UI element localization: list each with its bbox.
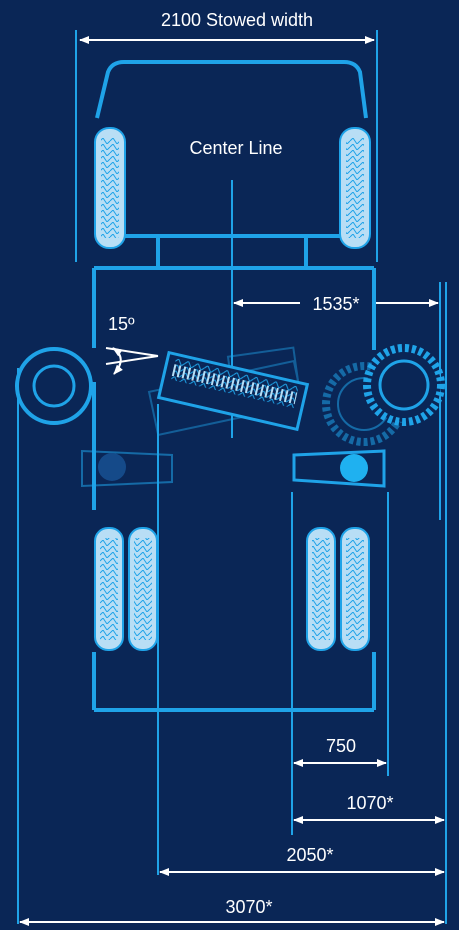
right-mirror	[292, 449, 386, 488]
center-line-label: Center Line	[189, 138, 282, 158]
chassis-frame	[92, 266, 376, 712]
dimension-750-label: 750	[326, 736, 356, 756]
dimension-3070: 3070*	[19, 897, 445, 926]
right-spare-wheel	[363, 344, 445, 426]
dimension-750: 750	[293, 736, 387, 767]
extension-lines	[17, 282, 447, 924]
dimension-1535: 1535*	[233, 282, 441, 520]
front-left-tire	[94, 127, 126, 249]
dimension-3070-label: 3070*	[225, 897, 272, 917]
rear-right-tires	[306, 527, 370, 651]
left-mirror-ghost	[81, 449, 173, 488]
dimension-2050: 2050*	[159, 845, 445, 876]
front-right-tire	[339, 127, 371, 249]
angle-label: 15º	[108, 314, 135, 334]
left-spare-wheel	[15, 347, 93, 425]
dimension-1070-label: 1070*	[346, 793, 393, 813]
dimension-1070: 1070*	[293, 793, 445, 824]
cab-outline	[95, 60, 368, 119]
stowed-width-dimension: 2100 Stowed width	[75, 10, 378, 262]
angle-indicator: 15º	[105, 314, 159, 375]
stowed-width-label: 2100 Stowed width	[161, 10, 313, 30]
dimension-1535-label: 1535*	[312, 294, 359, 314]
rear-left-tires	[94, 527, 158, 651]
brush-main	[156, 350, 310, 432]
dimension-2050-label: 2050*	[286, 845, 333, 865]
